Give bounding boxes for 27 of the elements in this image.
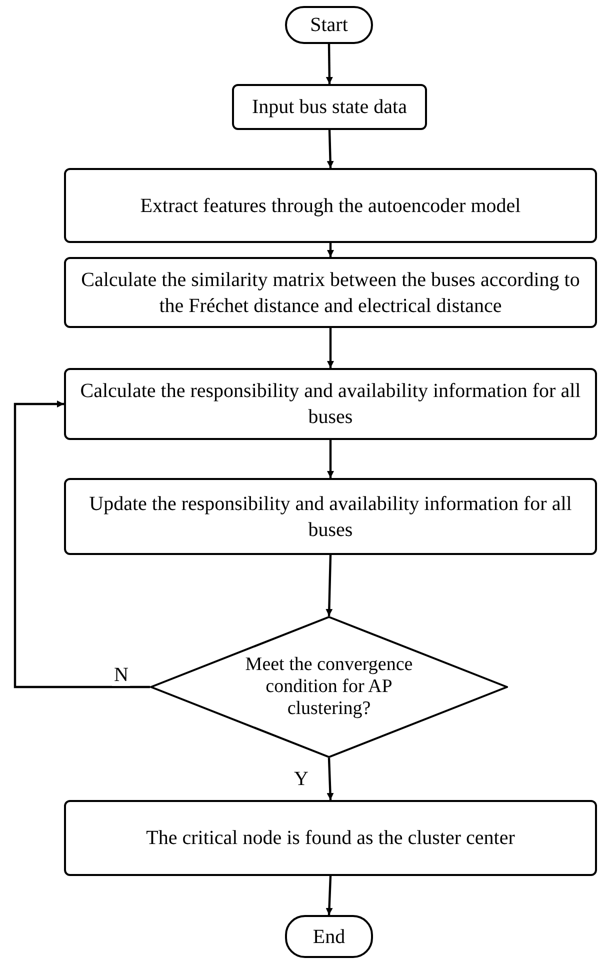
node-text: Meet the convergence condition for AP clustering? xyxy=(244,654,414,720)
arrow xyxy=(327,440,334,478)
node-text: Start xyxy=(310,13,348,38)
node-text: The critical node is found as the cluster center xyxy=(146,826,515,851)
node-text: Calculate the responsibility and availability information for all buses xyxy=(79,379,582,430)
process-box xyxy=(232,84,427,130)
arrow xyxy=(326,758,334,800)
node-text: End xyxy=(312,924,346,950)
process-box xyxy=(64,368,597,440)
arrow xyxy=(326,876,333,916)
decision-diamond xyxy=(150,616,508,758)
process-box xyxy=(64,478,597,555)
process-box xyxy=(64,168,597,243)
node-text: Extract features through the autoencoder model xyxy=(140,194,521,218)
arrow xyxy=(326,130,334,168)
terminal-pill xyxy=(285,915,373,958)
node-text: Calculate the similarity matrix between the buses according to the Fréchet distance and electrical distance xyxy=(80,268,581,318)
process-box xyxy=(64,257,597,328)
arrow xyxy=(327,328,334,368)
arrow xyxy=(326,44,333,84)
terminal-pill xyxy=(285,6,373,44)
node-text: Input bus state data xyxy=(252,95,407,120)
process-box xyxy=(64,800,597,876)
arrow xyxy=(326,554,333,616)
node-text: Update the responsibility and availability information for all buses xyxy=(88,492,573,542)
arrow xyxy=(14,400,150,688)
arrow xyxy=(327,243,334,257)
